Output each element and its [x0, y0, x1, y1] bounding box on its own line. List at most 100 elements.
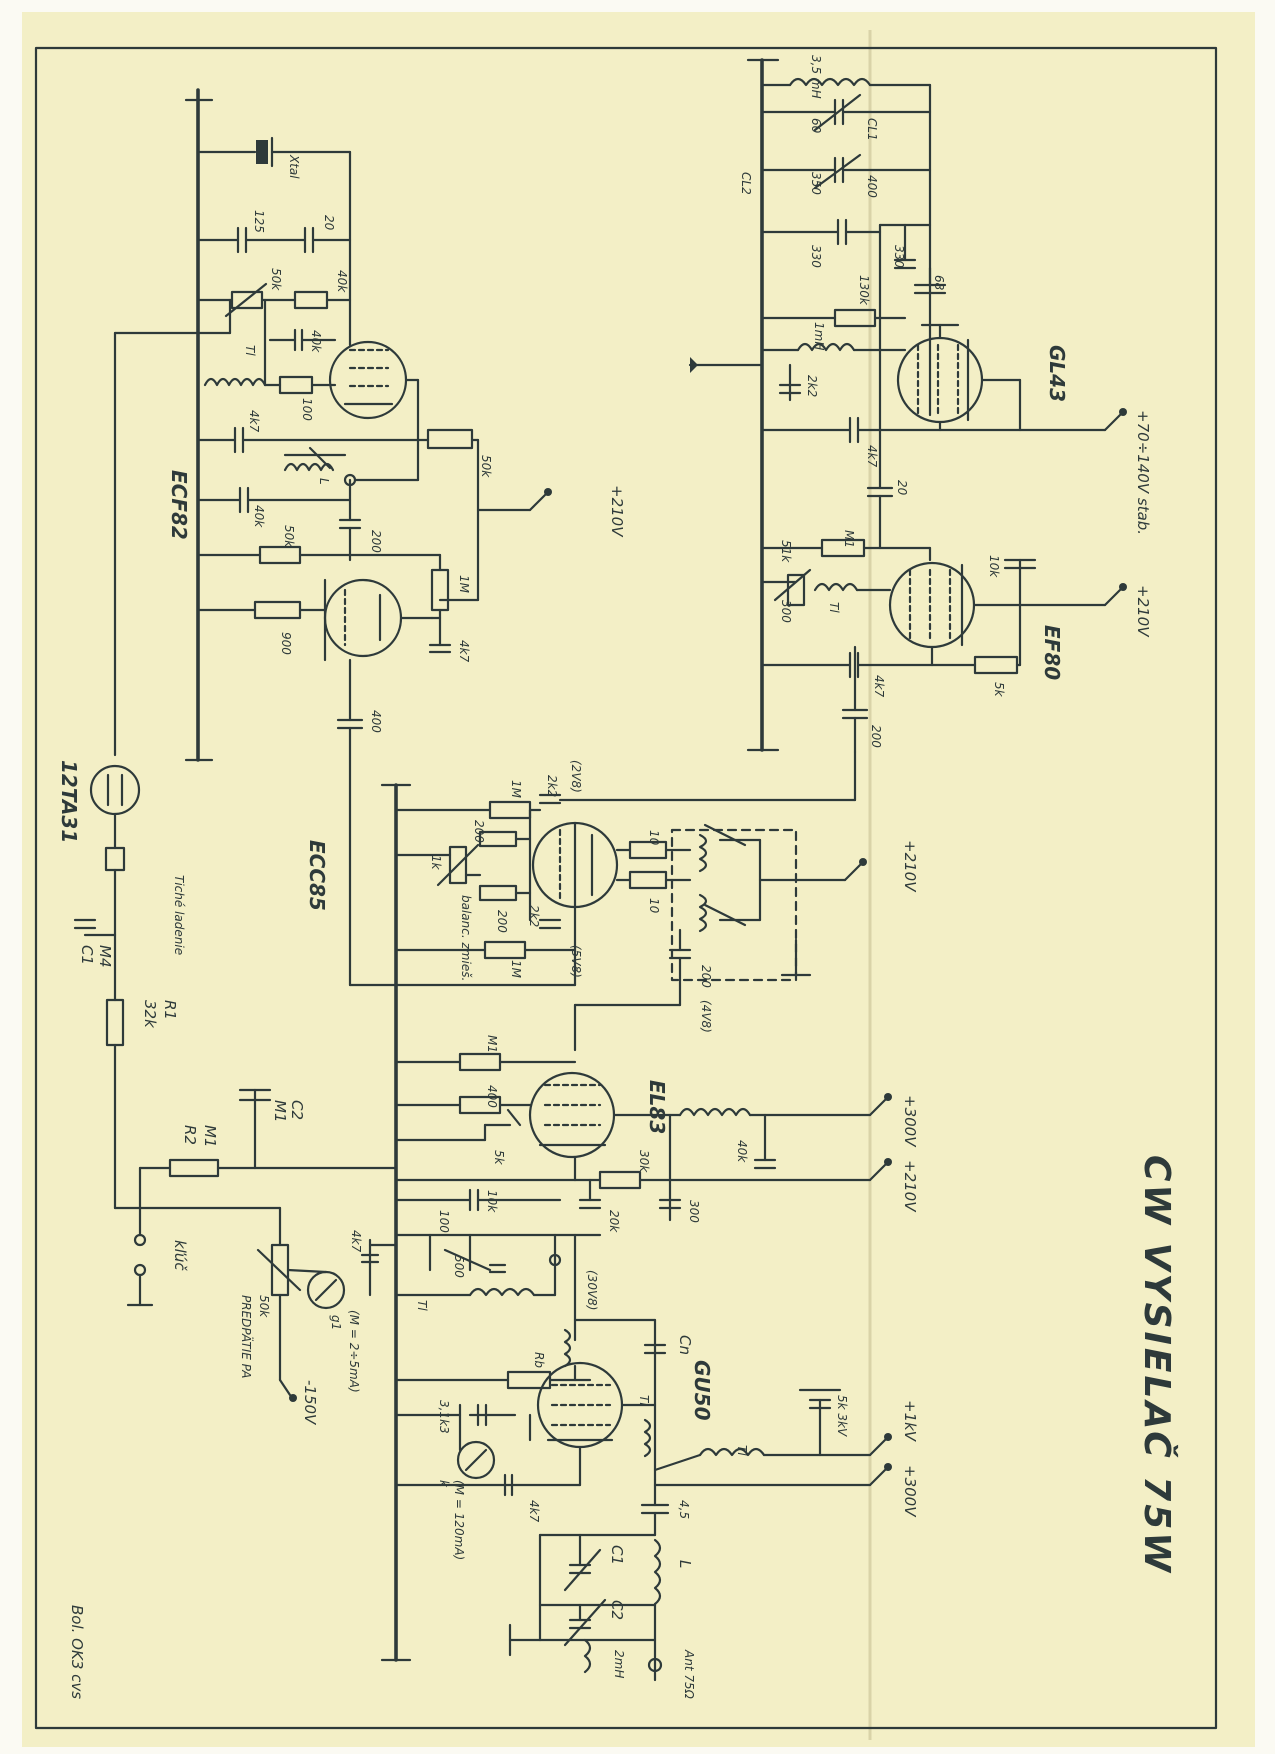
vfo-tl1mh: 1mH — [812, 322, 826, 350]
keying-m4: M4 — [96, 945, 114, 968]
pa-tlr: Tl — [735, 1445, 749, 1456]
driver-rm1: M1 — [485, 1035, 499, 1053]
supply-el83-300: +300V — [901, 1095, 919, 1148]
keying-predpatie: PREDPÄTIE PA — [239, 1295, 254, 1378]
osc-c40k2: 40k — [252, 505, 266, 528]
labels-layer: CW VYSIELAČ 75W ECF82 ECC85 EL83 GU50 GL… — [57, 55, 1178, 1700]
driver-r5k: 5k — [492, 1150, 506, 1166]
crystal-symbol — [256, 140, 268, 164]
osc-r40k: 40k — [335, 270, 349, 293]
vfo-c2k2: 2k2 — [805, 375, 819, 397]
pa-c4k7: 4k7 — [349, 1230, 363, 1253]
supply-el83-210: +210V — [901, 1160, 919, 1213]
tube-label-ecf82: ECF82 — [167, 470, 191, 540]
pa-c1: C1 — [608, 1545, 626, 1565]
pa-r3k3: 3,1k3 — [437, 1400, 451, 1434]
tube-label-gu50: GU50 — [690, 1360, 714, 1421]
vfo-r300: 300 — [779, 600, 793, 623]
pa-cn: Cn — [676, 1335, 694, 1355]
pa-meter-k: (M = 120mA) — [452, 1480, 466, 1560]
mixer-v2: (2V8) — [569, 760, 583, 793]
osc-block — [113, 88, 552, 987]
vfo-c60: 60 — [809, 118, 823, 134]
mixer-r200: 200 — [472, 820, 486, 843]
keying-kluc: kľúč — [171, 1240, 189, 1271]
osc-r50k: 50k — [269, 268, 283, 291]
supply-gu50-1kv: +1kV — [901, 1400, 919, 1443]
pa-tl: Tl — [415, 1300, 429, 1311]
vfo-c200: 200 — [869, 725, 883, 748]
mixer-balance: balanc. zmieš. — [459, 895, 473, 981]
supply-gl43: +70÷140V stab. — [1134, 410, 1152, 535]
antenna-terminal — [647, 1657, 663, 1673]
vfo-c350: 350 — [809, 172, 823, 195]
driver-r400: 400 — [485, 1085, 499, 1108]
pa-c45: 4,5 — [677, 1500, 691, 1519]
tube-label-12ta31: 12TA31 — [57, 760, 81, 843]
mixer-r1m: 1M — [509, 780, 523, 799]
driver-c300: 300 — [687, 1200, 701, 1223]
osc-r900: 900 — [279, 632, 293, 655]
vfo-tl: Tl — [827, 602, 841, 613]
pa-l: L — [676, 1560, 694, 1568]
tube-label-ef80: EF80 — [1040, 625, 1064, 680]
mixer-r1k: 1k — [429, 855, 443, 871]
pa-block — [360, 1233, 892, 1682]
mixer-coil-shield — [670, 828, 798, 982]
pa-tl2: Tl — [637, 1395, 651, 1406]
mixer-c2k2b: 2k2 — [527, 905, 541, 927]
mixer-r10a: 10 — [647, 830, 661, 846]
supply-ecc85-210: +210V — [901, 840, 919, 893]
osc-c20: 20 — [322, 215, 336, 231]
mixer-r10b: 10 — [647, 898, 661, 914]
osc-l: L — [317, 478, 331, 485]
osc-c125: 125 — [252, 210, 266, 233]
mixer-v4: (4V8) — [699, 1000, 713, 1033]
osc-c400: 400 — [369, 710, 383, 733]
osc-r50k3: 50k — [282, 525, 296, 548]
tube-label-ecc85: ECC85 — [305, 840, 329, 911]
schematic-title: CW VYSIELAČ 75W — [1136, 1155, 1178, 1575]
keying-tiche: Tiché ladenie — [172, 875, 186, 955]
keying-r1: R1 — [161, 1000, 179, 1020]
vfo-rm1: M1 — [842, 530, 856, 548]
paper-background — [22, 12, 1255, 1747]
keying-c1: C1 — [78, 945, 96, 965]
driver-r30k: 30k — [637, 1150, 651, 1173]
osc-c4k7b: 4k7 — [457, 640, 471, 663]
pa-g1: g1 — [329, 1315, 343, 1330]
pa-c5k: 5k 3kV — [835, 1395, 849, 1437]
osc-r1m: 1M — [457, 575, 471, 594]
vfo-cl1: CL1 — [865, 118, 879, 141]
pa-ant: Ant 75Ω — [682, 1649, 696, 1700]
pa-k: k — [437, 1480, 451, 1488]
vfo-r130k: 130k — [857, 275, 871, 306]
osc-r100: 100 — [300, 398, 314, 421]
driver-c10k: 10k — [485, 1190, 499, 1213]
mixer-c2k2: 2k2 — [545, 775, 559, 797]
supply-gu50-300: +300V — [901, 1465, 919, 1518]
vfo-cl2: CL2 — [739, 172, 753, 195]
mixer-r1mb: 1M — [509, 960, 523, 979]
pa-meter-g1: (M = 2÷5mA) — [347, 1310, 361, 1393]
pa-c100: 100 — [437, 1210, 451, 1233]
tube-label-el83: EL83 — [645, 1080, 669, 1134]
keying-r1val: 32k — [141, 1000, 159, 1029]
pa-l2mh: 2mH — [612, 1650, 626, 1678]
vfo-c400: 400 — [865, 175, 879, 198]
supply-osc-210: +210V — [608, 485, 626, 538]
mixer-c200: 200 — [699, 965, 713, 988]
vfo-c68: 68 — [932, 275, 946, 291]
vfo-r51k: 51k — [779, 540, 793, 563]
keying-pot: 50k — [257, 1295, 271, 1318]
drawing-border — [34, 46, 1218, 1730]
osc-tl: Tl — [243, 345, 257, 356]
tube-label-gl43: GL43 — [1045, 345, 1069, 402]
pa-c4k7b: 4k7 — [527, 1500, 541, 1523]
keying-block — [73, 764, 398, 1402]
driver-block — [394, 1052, 892, 1222]
mixer-v5: (5V8) — [569, 945, 583, 978]
vfo-c10k: 10k — [987, 555, 1001, 578]
